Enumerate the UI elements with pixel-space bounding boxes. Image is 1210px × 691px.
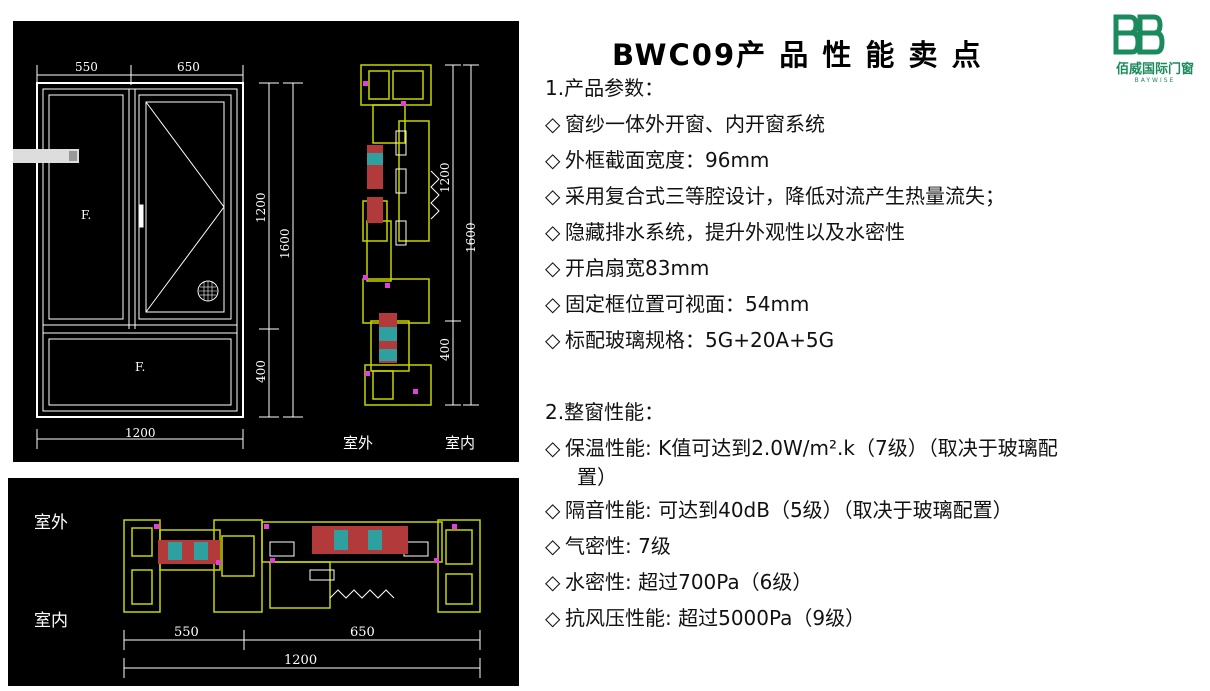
horizontal-section-drawing: 室外 室内 (8, 478, 519, 686)
dim-right-upper: 1200 (254, 192, 268, 223)
logo-en: BAYWISE (1134, 77, 1176, 84)
dim-right-lower: 400 (254, 360, 268, 383)
diamond-bullet-icon: ◇ (545, 292, 561, 316)
diamond-bullet-icon: ◇ (545, 436, 561, 460)
list-item: ◇水密性: 超过700Pa（6级） (545, 564, 1195, 600)
diamond-bullet-icon: ◇ (545, 220, 561, 244)
list-item: ◇隔音性能: 可达到40dB（5级）（取决于玻璃配置） (545, 492, 1195, 528)
elevation-drawing: 550 650 F. F. 1200 1200 1600 400 (13, 21, 519, 462)
horizontal-section-profile (123, 519, 481, 613)
diamond-bullet-icon: ◇ (545, 256, 561, 280)
section2-heading: 2.整窗性能： (545, 400, 665, 424)
diamond-bullet-icon: ◇ (545, 112, 561, 136)
list-item: ◇窗纱一体外开窗、内开窗系统 (545, 106, 1195, 142)
fixed-pane-label: F. (81, 208, 91, 222)
dim-bottom: 1200 (125, 426, 156, 440)
baywise-logo-icon (1113, 14, 1165, 55)
section-dim-lower: 400 (438, 338, 452, 361)
spec-list: 1.产品参数： ◇窗纱一体外开窗、内开窗系统 ◇外框截面宽度：96mm ◇采用复… (545, 70, 1195, 636)
vertical-section-profile (360, 64, 479, 406)
section1-heading: 1.产品参数： (545, 76, 665, 100)
brand-logo: 佰威国际门窗 BAYWISE (1110, 14, 1200, 94)
dim-total: 1200 (284, 653, 317, 668)
diamond-bullet-icon: ◇ (545, 328, 561, 352)
section-dim-upper: 1200 (438, 162, 452, 193)
diamond-bullet-icon: ◇ (545, 570, 561, 594)
label-outside: 室外 (34, 513, 68, 533)
logo-name: 佰威国际门窗 (1115, 62, 1194, 77)
label-inside: 室内 (445, 434, 475, 452)
page-title: BWC09产 品 性 能 卖 点 (612, 38, 983, 72)
list-item: ◇固定框位置可视面：54mm (545, 286, 1195, 322)
label-inside: 室内 (34, 611, 68, 631)
label-outside: 室外 (343, 434, 373, 452)
list-item: ◇隐藏排水系统，提升外观性以及水密性 (545, 214, 1195, 250)
dim-left: 550 (174, 625, 199, 640)
list-item: ◇外框截面宽度：96mm (545, 142, 1195, 178)
diamond-bullet-icon: ◇ (545, 498, 561, 522)
diamond-bullet-icon: ◇ (545, 534, 561, 558)
list-item: ◇标配玻璃规格：5G+20A+5G (545, 322, 1195, 358)
list-item: ◇开启扇宽83mm (545, 250, 1195, 286)
fixed-pane-label: F. (135, 360, 145, 374)
diamond-bullet-icon: ◇ (545, 184, 561, 208)
list-item: ◇保温性能: K值可达到2.0W/m².k（7级）（取决于玻璃配置） (545, 430, 1195, 492)
list-item: ◇抗风压性能: 超过5000Pa（9级） (545, 600, 1195, 636)
list-item: ◇采用复合式三等腔设计，降低对流产生热量流失； (545, 178, 1195, 214)
dim-right-total: 1600 (278, 228, 292, 259)
dim-top-left: 550 (75, 60, 98, 74)
dim-right: 650 (350, 625, 375, 640)
section-dim-total: 1600 (464, 222, 478, 253)
diamond-bullet-icon: ◇ (545, 148, 561, 172)
diamond-bullet-icon: ◇ (545, 606, 561, 630)
dim-top-right: 650 (177, 60, 200, 74)
list-item: ◇气密性: 7级 (545, 528, 1195, 564)
